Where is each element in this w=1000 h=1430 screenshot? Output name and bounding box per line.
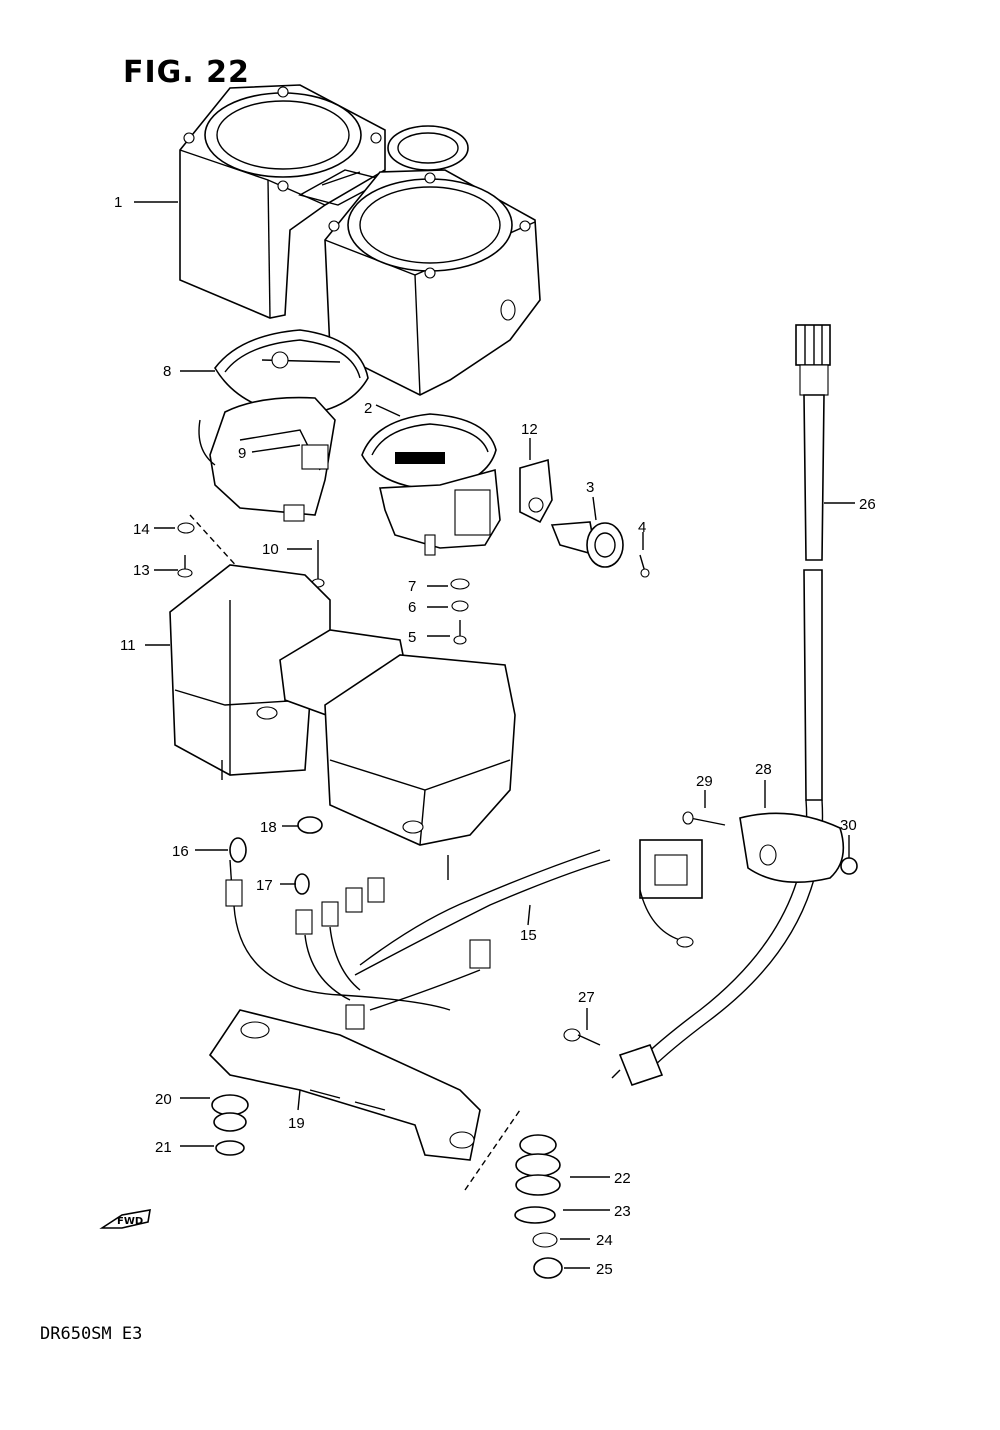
- callout-30: 30: [840, 817, 857, 834]
- callout-12: 12: [521, 421, 538, 438]
- leader-lines: [134, 201, 855, 1269]
- callout-26: 26: [859, 496, 876, 513]
- mounting-bracket: [208, 1009, 481, 1161]
- callout-6: 6: [408, 599, 416, 616]
- callout-2: 2: [364, 400, 372, 417]
- speedometer-assembly: [198, 329, 369, 522]
- callout-20: 20: [155, 1091, 172, 1108]
- meter-case: [179, 84, 541, 396]
- lower-housing: [169, 564, 516, 880]
- callout-3: 3: [586, 479, 594, 496]
- callout-22: 22: [614, 1170, 631, 1187]
- callout-23: 23: [614, 1203, 631, 1220]
- callout-13: 13: [133, 562, 150, 579]
- callout-5: 5: [408, 629, 416, 646]
- callout-11: 11: [120, 637, 136, 654]
- callout-25: 25: [596, 1261, 613, 1278]
- model-code: DR650SM E3: [40, 1324, 143, 1344]
- damper-stack-right: [464, 1109, 563, 1279]
- callout-18: 18: [260, 819, 277, 836]
- figure-title: FIG. 22: [123, 55, 250, 90]
- callout-14: 14: [133, 521, 150, 538]
- callout-numbers: 1 2 3 4 5 6 7 8 9 10 11 12 13 14 15 16 1…: [114, 194, 876, 1278]
- callout-27: 27: [578, 989, 595, 1006]
- reset-knob-parts: [519, 458, 650, 578]
- screw-27: [563, 1028, 601, 1046]
- callout-17: 17: [256, 877, 273, 894]
- callout-7: 7: [408, 578, 416, 595]
- callout-15: 15: [520, 927, 537, 944]
- speedometer-cable: [611, 324, 858, 1086]
- fwd-arrow-icon: FWD: [99, 1209, 151, 1229]
- grommet: [297, 816, 323, 834]
- fwd-label: FWD: [117, 1216, 143, 1227]
- callout-1: 1: [114, 194, 122, 211]
- callout-10: 10: [262, 541, 279, 558]
- callout-21: 21: [155, 1139, 172, 1156]
- callout-19: 19: [288, 1115, 305, 1132]
- callout-28: 28: [755, 761, 772, 778]
- callout-8: 8: [163, 363, 171, 380]
- wiring-harness: [225, 837, 703, 1030]
- callout-9: 9: [238, 445, 246, 462]
- callout-16: 16: [172, 843, 189, 860]
- callout-4: 4: [638, 519, 646, 536]
- damper-left: [211, 1094, 249, 1156]
- tachometer-assembly: [361, 413, 501, 556]
- callout-29: 29: [696, 773, 713, 790]
- callout-24: 24: [596, 1232, 613, 1249]
